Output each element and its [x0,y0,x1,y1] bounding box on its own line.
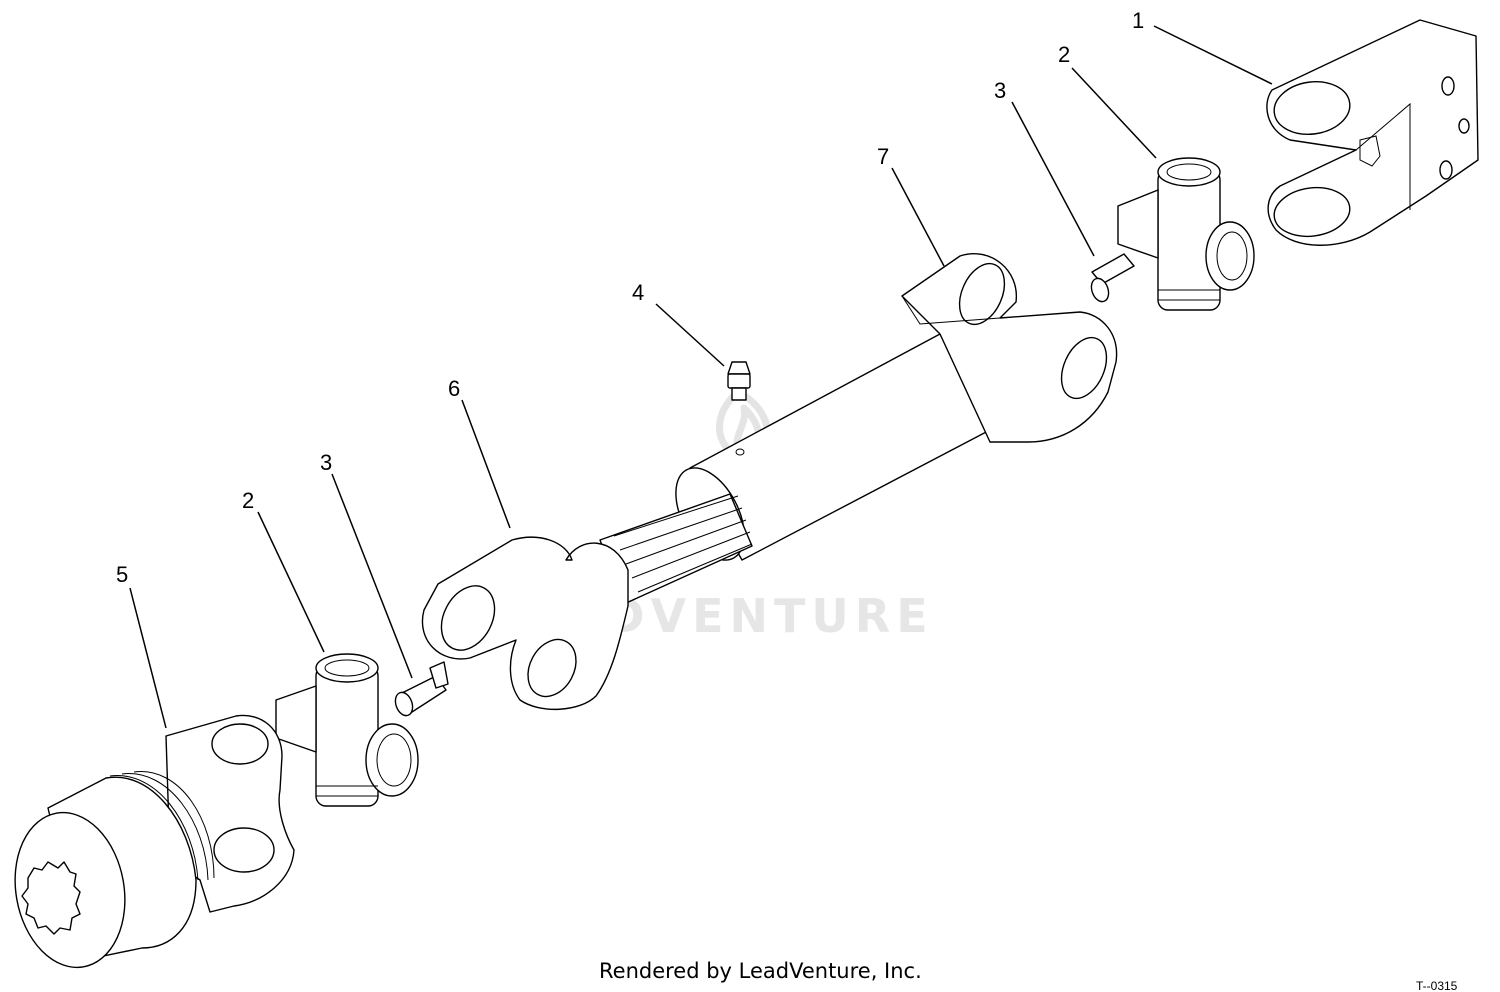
part-5-splined-yoke-hub [14,714,295,969]
callout-6: 6 [448,376,460,401]
part-6-splined-yoke [421,493,753,710]
part-7-tube-yoke [675,253,1118,561]
part-3-grease-fitting-right [1090,253,1135,303]
part-2-cross-kit-right [1117,157,1255,311]
callout-7: 7 [877,144,889,169]
part-2-cross-kit-left [275,653,419,807]
drawing-code: T--0315 [1416,979,1458,992]
part-1-end-yoke [1266,19,1479,246]
callout-3-left: 3 [320,450,332,475]
callout-numbers: 1 2 3 7 4 6 3 2 5 [116,8,1144,587]
callout-2-left: 2 [242,488,254,513]
callout-3-right: 3 [994,78,1006,103]
render-credit: Rendered by LeadVenture, Inc. [599,959,922,983]
callout-1: 1 [1132,8,1144,33]
part-4-grease-fitting [727,361,751,401]
callout-2-right: 2 [1058,42,1070,67]
callout-4: 4 [632,280,644,305]
part-3-grease-fitting-left [394,661,449,717]
callout-5: 5 [116,562,128,587]
callout-leaders [129,25,1273,729]
